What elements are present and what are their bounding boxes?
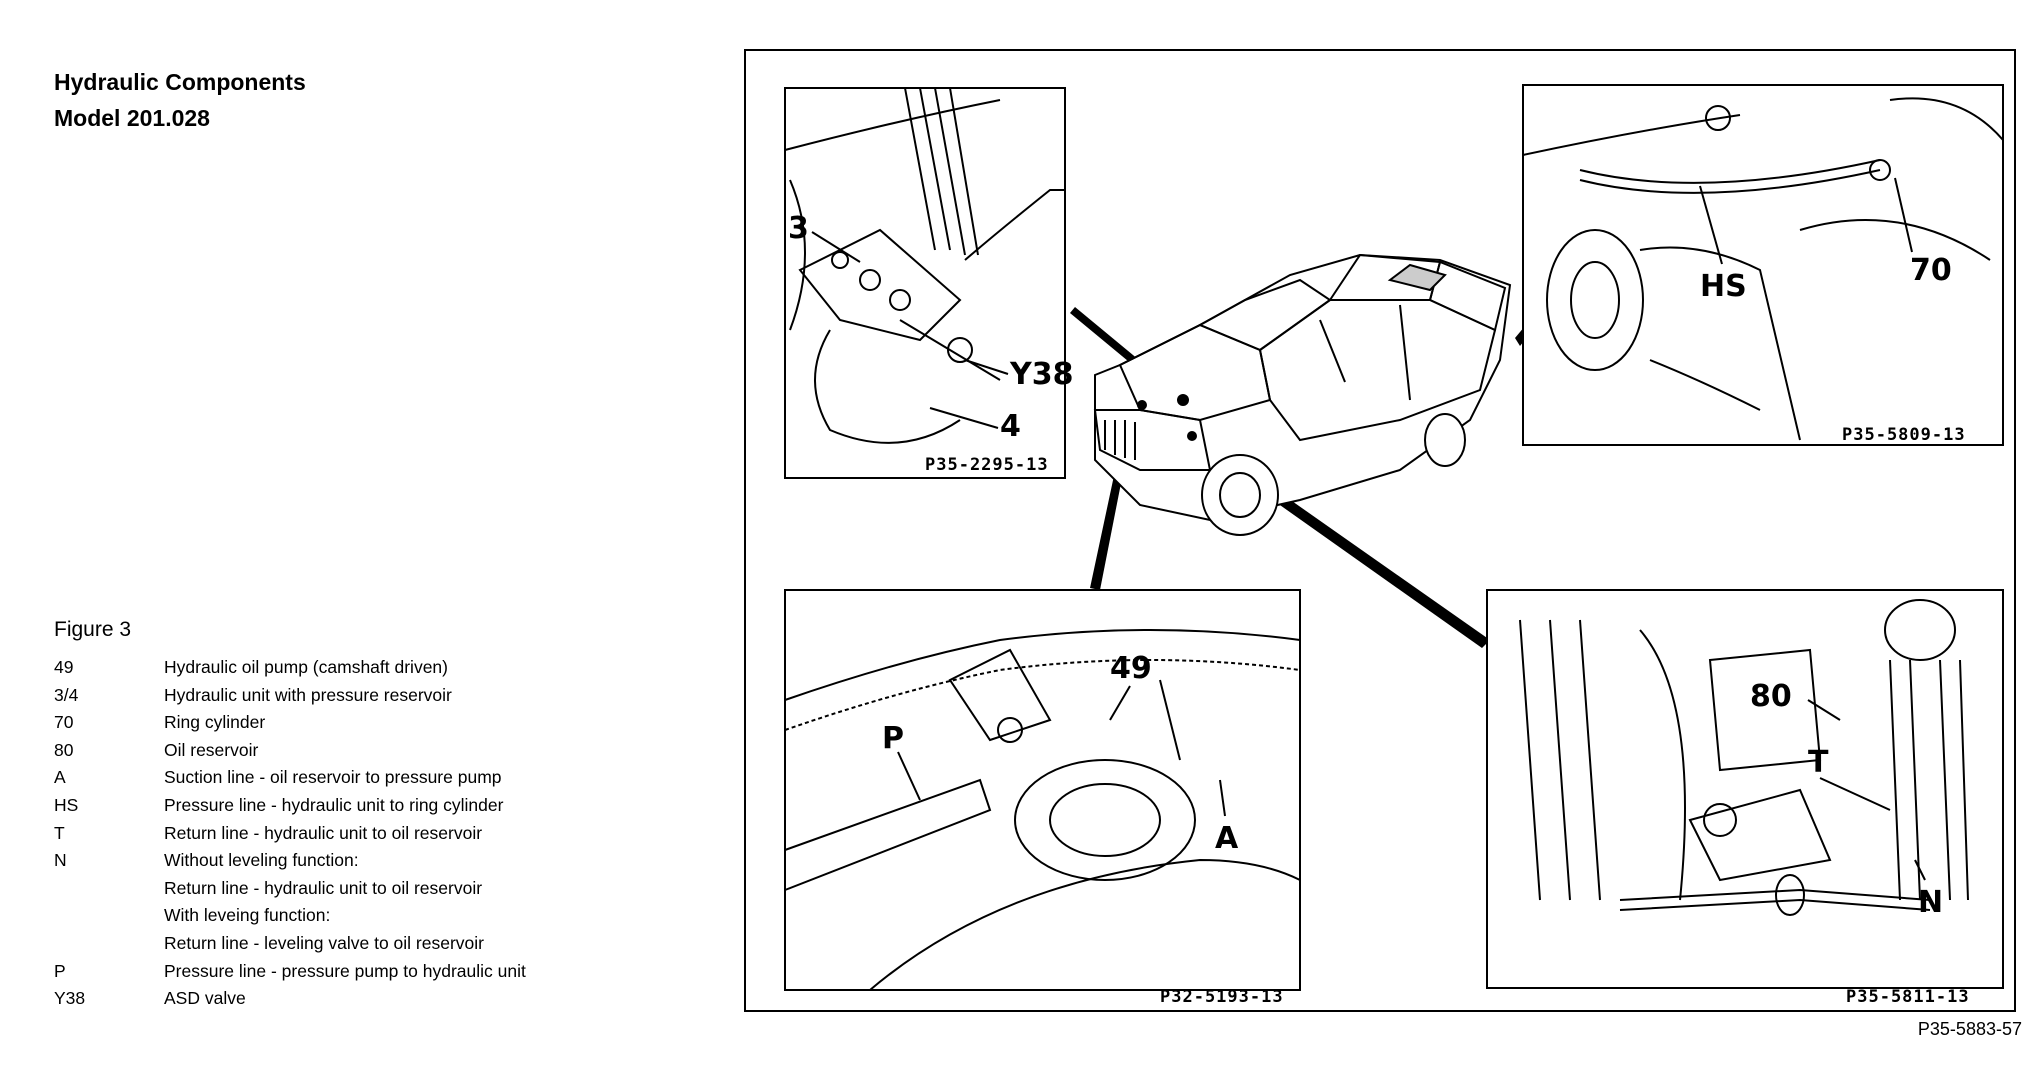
legend-row: N Without leveling function: <box>54 847 526 875</box>
legend-description: With leveing function: <box>164 905 331 926</box>
legend-row: Return line - hydraulic unit to oil rese… <box>54 875 526 903</box>
legend-description: Ring cylinder <box>164 712 266 733</box>
panel-top-left: 3 Y38 4 P35-2295-13 <box>784 87 1073 479</box>
legend-description: Oil reservoir <box>164 739 259 760</box>
panel-code-bottom-left: P32-5193-13 <box>1160 987 1284 1007</box>
panel-bottom-right: 80 T N P35-5811-13 <box>1486 589 2004 1007</box>
legend-key: N <box>54 850 67 871</box>
panel-code-bottom-right: P35-5811-13 <box>1846 987 1970 1007</box>
panel-bottom-left: 49 P A P32-5193-13 <box>784 589 1301 1007</box>
legend-description: Pressure line - hydraulic unit to ring c… <box>164 794 504 815</box>
legend-row: T Return line - hydraulic unit to oil res… <box>54 820 526 848</box>
callout-3: 3 <box>788 211 809 246</box>
legend-key: A <box>54 767 66 788</box>
legend-description: Suction line - oil reservoir to pressure… <box>164 767 502 788</box>
legend-row: P Pressure line - pressure pump to hydrau… <box>54 958 526 986</box>
legend-row: 49 Hydraulic oil pump (camshaft driven) <box>54 654 526 682</box>
callout-p: P <box>882 721 904 756</box>
callout-a: A <box>1215 821 1239 856</box>
legend-row: 80 Oil reservoir <box>54 737 526 765</box>
legend-key: 3/4 <box>54 684 79 705</box>
callout-y38: Y38 <box>1009 357 1073 392</box>
legend-description: Hydraulic unit with pressure reservoir <box>164 684 452 705</box>
panel-code-top-left: P35-2295-13 <box>925 455 1049 475</box>
legend-row: 3/4 Hydraulic unit with pressure reservoi… <box>54 682 526 710</box>
figure-label: Figure 3 <box>54 618 132 641</box>
car-illustration <box>1093 253 1512 536</box>
legend-row: Y38 ASD valve <box>54 985 526 1013</box>
document-title: Hydraulic Components <box>54 69 306 95</box>
callout-4: 4 <box>1000 409 1021 444</box>
legend-key: 49 <box>54 657 74 677</box>
legend-key: 70 <box>54 712 74 733</box>
panel-code-top-right: P35-5809-13 <box>1842 425 1966 445</box>
legend-row: A Suction line - oil reservoir to pressur… <box>54 764 526 792</box>
callout-80: 80 <box>1750 679 1792 714</box>
legend-row: 70 Ring cylinder <box>54 709 526 737</box>
legend-row: With leveing function: <box>54 902 526 930</box>
panel-top-right: HS 70 P35-5809-13 <box>1522 84 2004 446</box>
legend-key: HS <box>54 794 79 815</box>
legend-description: Return line - leveling valve to oil rese… <box>164 932 484 953</box>
callout-t: T <box>1808 745 1829 780</box>
legend-description: Pressure line - pressure pump to hydraul… <box>164 960 526 981</box>
document-heading: Hydraulic Components Model 201.028 <box>54 64 306 136</box>
callout-70: 70 <box>1910 253 1952 288</box>
legend-key: T <box>54 822 65 843</box>
legend-description: Return line - hydraulic unit to oil rese… <box>164 822 483 843</box>
figure-reference-code: P35-5883-57 <box>1917 1019 2022 1039</box>
legend-description: Hydraulic oil pump (camshaft driven) <box>164 657 448 677</box>
callout-hs: HS <box>1700 269 1747 304</box>
legend-key: 80 <box>54 739 74 760</box>
callout-n: N <box>1918 885 1943 920</box>
legend-description: Return line - hydraulic unit to oil rese… <box>164 877 483 898</box>
figure-frame <box>744 49 2016 1012</box>
legend-row: Return line - leveling valve to oil rese… <box>54 930 526 958</box>
legend-key: P <box>54 960 66 981</box>
legend: 49 Hydraulic oil pump (camshaft driven) 3/… <box>54 654 526 1013</box>
legend-row: HS Pressure line - hydraulic unit to ring… <box>54 792 526 820</box>
legend-key: Y38 <box>54 988 86 1009</box>
model-number: Model 201.028 <box>54 105 210 131</box>
legend-description: Without leveling function: <box>164 850 359 871</box>
legend-description: ASD valve <box>164 988 246 1009</box>
callout-49: 49 <box>1110 651 1152 686</box>
